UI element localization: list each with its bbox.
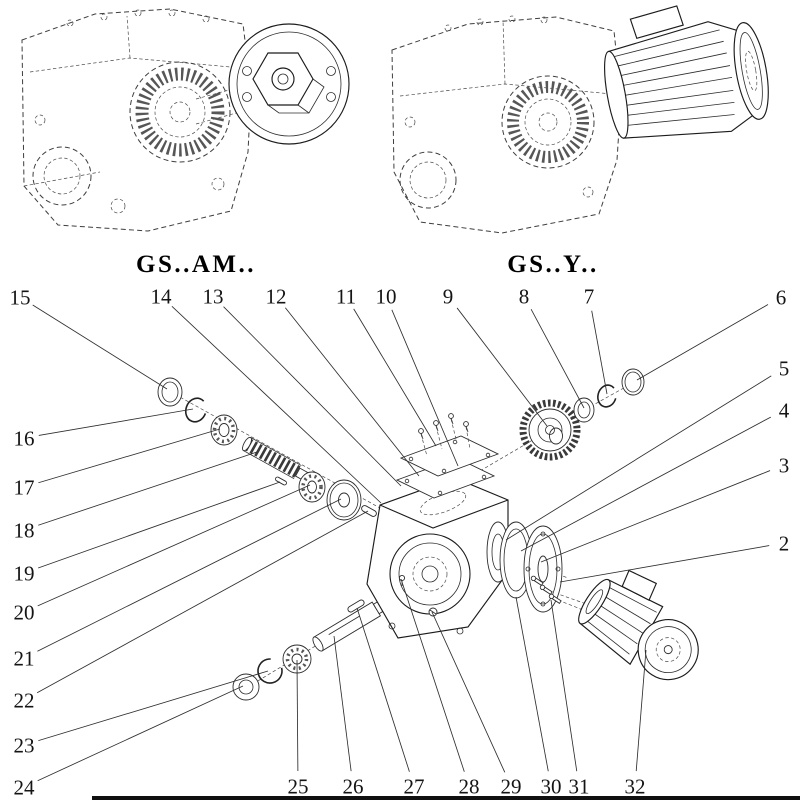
callout-number-5: 5 <box>779 357 790 381</box>
part-bearing-25 <box>282 644 312 674</box>
leader-line-12 <box>284 307 420 477</box>
leader-line-15 <box>32 304 168 390</box>
leader-line-3 <box>540 470 771 563</box>
part-disc-21 <box>326 479 362 521</box>
callout-number-8: 8 <box>519 285 530 309</box>
gear-through-housing-y <box>501 75 595 169</box>
leader-line-7 <box>591 310 608 395</box>
bottom-edge-line <box>92 796 800 800</box>
leader-line-21 <box>37 498 342 652</box>
leader-line-14 <box>171 305 382 504</box>
part-snap-ring-23 <box>257 658 283 684</box>
leader-line-20 <box>37 484 311 607</box>
callout-number-6: 6 <box>776 286 787 310</box>
exploded-view <box>157 368 699 701</box>
leader-line-13 <box>223 306 402 487</box>
part-seal-ring-15 <box>157 377 183 407</box>
leader-line-23 <box>38 670 269 742</box>
model-label-gs-am: GS..AM.. <box>136 251 256 278</box>
callout-number-9: 9 <box>443 285 454 309</box>
callout-number-14: 14 <box>151 285 173 309</box>
part-bearing-17 <box>210 414 238 446</box>
part-output-flange <box>523 525 563 613</box>
part-ring-6 <box>621 368 645 396</box>
callout-number-3: 3 <box>779 454 790 478</box>
callout-number-22: 22 <box>14 689 35 713</box>
leader-line-30 <box>515 596 549 772</box>
leader-line-2 <box>559 545 770 583</box>
leader-line-31 <box>550 599 578 772</box>
callout-number-23: 23 <box>14 734 35 758</box>
callout-number-25: 25 <box>288 775 309 799</box>
callout-number-32: 32 <box>625 775 646 799</box>
part-bolts-31 <box>530 575 562 604</box>
callout-number-21: 21 <box>14 647 35 671</box>
callout-number-19: 19 <box>14 562 35 586</box>
leader-line-29 <box>431 611 506 773</box>
screw-28 <box>398 574 406 582</box>
output-flange-am <box>228 23 350 145</box>
leader-line-19 <box>37 481 281 569</box>
callout-number-7: 7 <box>584 285 595 309</box>
gearbox-y-drawing <box>391 5 769 234</box>
part-helical-gear-9 <box>519 399 581 461</box>
callout-number-28: 28 <box>459 775 480 799</box>
callout-number-30: 30 <box>541 775 562 799</box>
motor-terminal-box-exploded <box>621 569 658 601</box>
leader-line-28 <box>400 578 465 772</box>
leader-line-6 <box>636 304 769 381</box>
callout-number-13: 13 <box>203 285 224 309</box>
leader-line-9 <box>456 307 548 427</box>
leader-line-16 <box>38 408 194 436</box>
part-pin-19 <box>275 476 287 486</box>
motor-terminal-box <box>629 5 684 40</box>
leader-line-5 <box>505 375 772 541</box>
motor-drawing <box>604 5 769 139</box>
part-snap-ring-16 <box>184 397 208 423</box>
part-cover-screws <box>418 413 471 457</box>
part-bearing-20 <box>298 471 326 503</box>
callout-number-24: 24 <box>14 776 36 800</box>
callout-number-11: 11 <box>336 285 356 309</box>
part-motor-32 <box>578 569 699 681</box>
part-ring-8 <box>573 397 595 423</box>
model-label-gs-y: GS..Y.. <box>507 251 599 278</box>
callout-number-29: 29 <box>501 775 522 799</box>
part-washer-24 <box>232 673 260 701</box>
callout-number-16: 16 <box>14 427 35 451</box>
callout-number-12: 12 <box>266 285 287 309</box>
leader-line-17 <box>38 428 221 484</box>
callout-number-27: 27 <box>404 775 425 799</box>
callout-number-20: 20 <box>14 601 35 625</box>
part-snap-ring-7 <box>597 384 617 408</box>
gear-through-housing-am <box>129 61 231 163</box>
leader-line-18 <box>38 451 258 526</box>
callout-number-4: 4 <box>779 399 790 423</box>
leader-line-32 <box>635 649 647 772</box>
leader-line-24 <box>37 685 244 782</box>
callout-number-31: 31 <box>569 775 590 799</box>
callout-number-10: 10 <box>376 285 397 309</box>
leader-line-22 <box>36 510 369 694</box>
part-housing <box>366 477 510 639</box>
leader-line-11 <box>353 308 437 447</box>
callout-number-17: 17 <box>14 476 35 500</box>
callout-number-26: 26 <box>343 775 364 799</box>
part-cover-plate-upper <box>399 435 500 477</box>
part-key-22 <box>361 505 377 517</box>
leader-line-8 <box>530 309 585 409</box>
leader-line-10 <box>391 309 459 467</box>
motor-fan-cover <box>733 22 769 120</box>
leader-line-25 <box>296 659 299 772</box>
leader-line-27 <box>356 607 410 772</box>
callout-number-18: 18 <box>14 519 35 543</box>
leader-line-26 <box>333 635 352 772</box>
callout-number-15: 15 <box>10 286 31 310</box>
gearbox-am-drawing <box>21 8 350 232</box>
callout-number-2: 2 <box>779 532 790 556</box>
leader-line-4 <box>520 416 771 552</box>
